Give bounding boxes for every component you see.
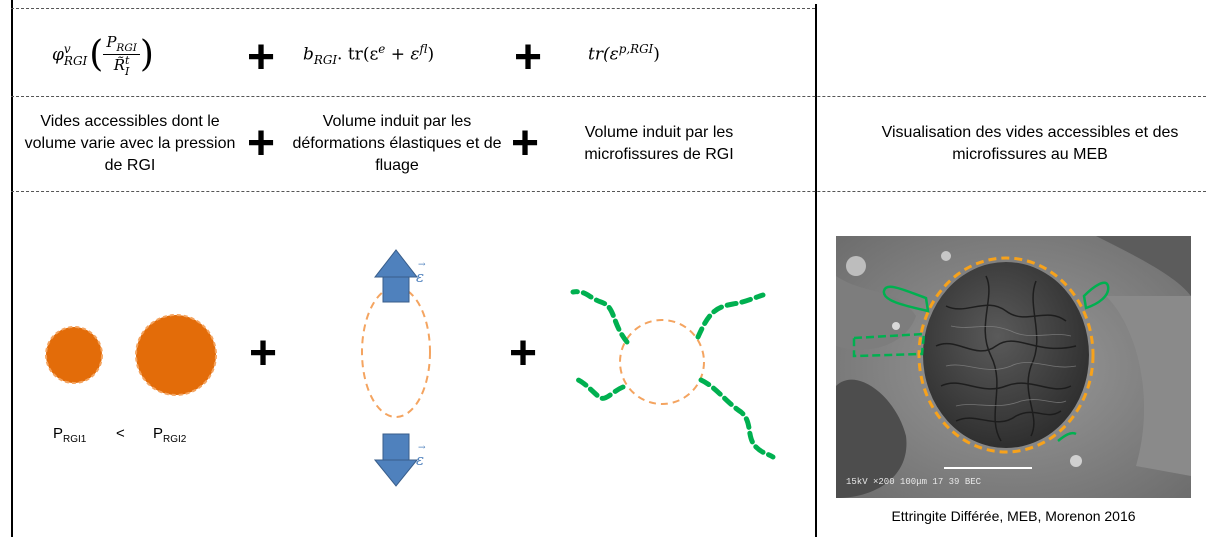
arrow-up-icon: [373, 249, 419, 303]
pressure-label-1: PRGI1: [53, 425, 87, 445]
pressure-circles-illustration: [45, 249, 776, 487]
microcrack-void-circle: [619, 319, 705, 405]
formula-elastic-creep: bRGI. tr(εe + εfl): [303, 42, 435, 68]
description-elastic-creep: Volume induit par les déformations élast…: [292, 113, 502, 174]
sem-caption: Ettringite Différée, MEB, Morenon 2016: [891, 508, 1136, 524]
pressure-label-2: PRGI2: [153, 425, 187, 445]
plus-sign-formula-2: +: [513, 31, 543, 84]
top-dashed-line: [11, 8, 815, 9]
microcrack-lines: [570, 289, 776, 460]
description-microcracks: Volume induit par les microfissures de R…: [584, 124, 734, 163]
sem-info-bar: 15kV ×200 100μm 17 39 BEC: [846, 477, 982, 487]
formula-microcracks: tr(εp,RGI): [588, 42, 660, 65]
row-divider-2: [11, 191, 1206, 192]
description-sem: Visualisation des vides accessibles et d…: [881, 124, 1179, 163]
epsilon-label-bottom: →ε: [416, 443, 426, 470]
plus-sign-desc-2: +: [510, 117, 540, 170]
center-divider: [815, 4, 817, 537]
small-void-circle: [45, 326, 103, 384]
row-divider-1: [11, 96, 1206, 97]
arrow-down-icon: [373, 433, 419, 487]
plus-sign-formula-1: +: [246, 31, 276, 84]
description-voids: Vides accessibles dont le volume varie a…: [24, 113, 236, 174]
pressure-less-than: <: [116, 425, 125, 442]
plus-sign-illustration-1: +: [248, 327, 278, 380]
plus-sign-illustration-2: +: [508, 327, 538, 380]
plus-sign-desc-1: +: [246, 117, 276, 170]
large-void-circle: [135, 314, 217, 396]
epsilon-label-top: →ε: [416, 260, 426, 287]
sem-micrograph-image: 15kV ×200 100μm 17 39 BEC: [836, 236, 1191, 498]
left-border: [11, 0, 13, 537]
deformation-ellipse: [361, 286, 431, 418]
